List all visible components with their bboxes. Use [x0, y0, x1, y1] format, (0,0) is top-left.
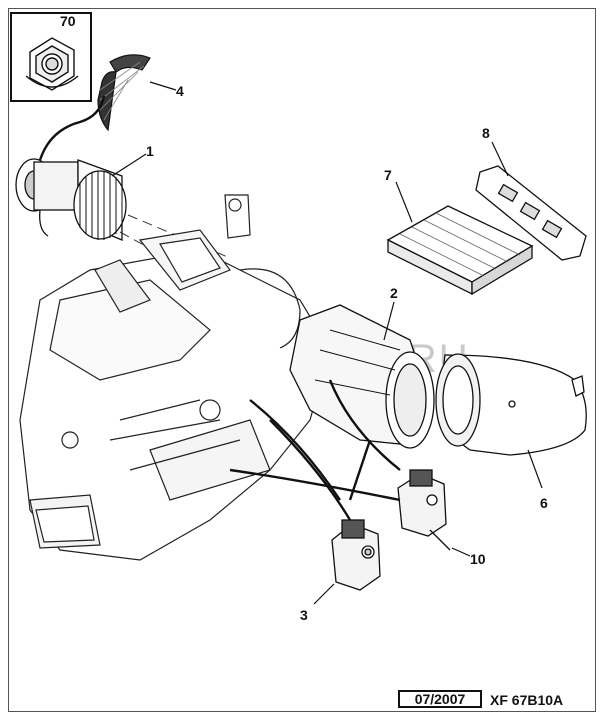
part-1-blower-motor — [15, 158, 127, 241]
callout-6: 6 — [540, 495, 548, 511]
part-7-cabin-filter — [386, 205, 534, 296]
wiring-harness — [38, 95, 401, 521]
part-8-filter-cover — [475, 165, 587, 261]
callout-2: 2 — [390, 285, 398, 301]
footer-date: 07/2007 — [398, 690, 482, 708]
callout-70: 70 — [60, 13, 76, 29]
part-70-inset-box — [10, 12, 92, 102]
callout-leader-lines — [111, 81, 543, 605]
heater-housing — [19, 194, 331, 561]
callout-7: 7 — [384, 167, 392, 183]
part-3-actuator — [331, 519, 381, 591]
callout-8: 8 — [482, 125, 490, 141]
callout-4: 4 — [176, 83, 184, 99]
footer-reference-code: XF 67B10A — [490, 692, 564, 708]
callout-10: 10 — [470, 551, 486, 567]
callout-1: 1 — [146, 143, 154, 159]
part-4-grille — [97, 54, 151, 132]
part-10-actuator — [397, 469, 451, 551]
part-70-nut — [25, 37, 79, 91]
part-2-fan-scroll — [289, 304, 435, 449]
callout-3: 3 — [300, 607, 308, 623]
part-6-inlet-cover — [435, 353, 587, 456]
